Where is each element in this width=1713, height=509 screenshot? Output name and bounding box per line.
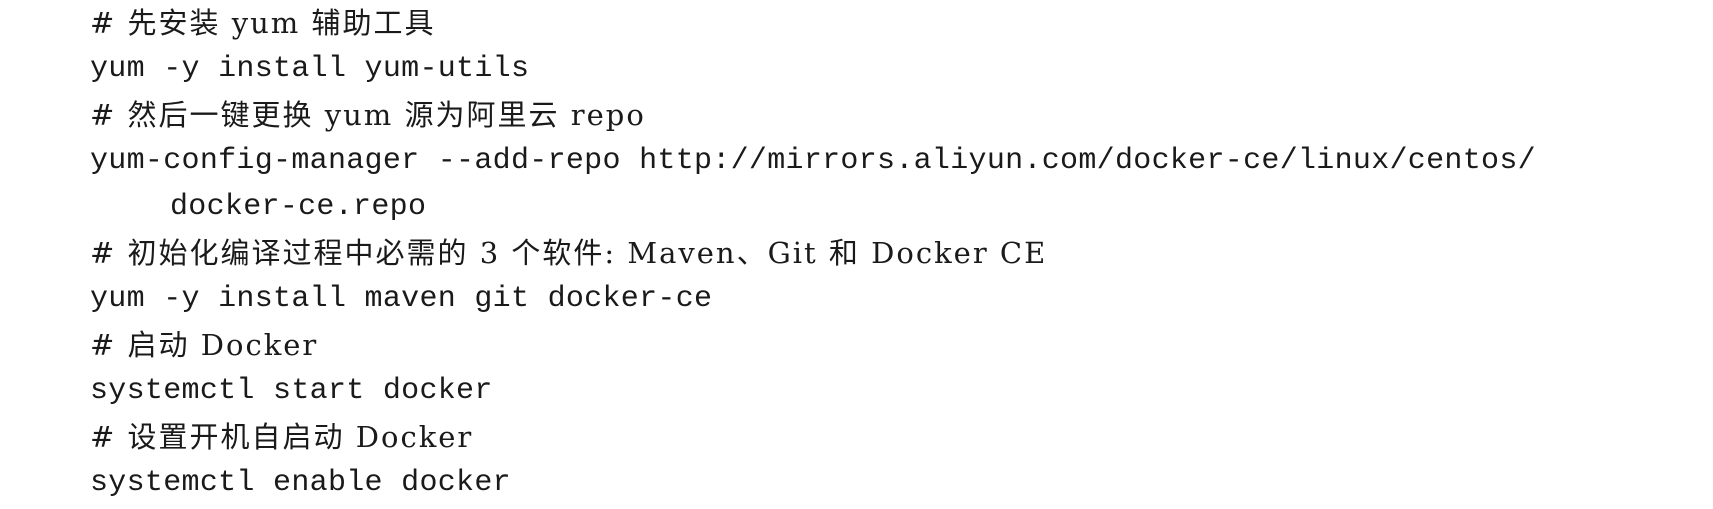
command-add-repo-continuation: docker-ce.repo	[170, 190, 427, 224]
command-enable-docker: systemctl enable docker	[90, 466, 511, 500]
command-install-yum-utils: yum -y install yum-utils	[90, 52, 530, 86]
command-add-repo: yum-config-manager --add-repo http://mir…	[90, 144, 1536, 178]
comment-install-yum-utils: # 先安装 yum 辅助工具	[90, 6, 436, 40]
command-install-software: yum -y install maven git docker-ce	[90, 282, 713, 316]
command-start-docker: systemctl start docker	[90, 374, 493, 408]
comment-switch-repo: # 然后一键更换 yum 源为阿里云 repo	[90, 98, 646, 132]
comment-start-docker: # 启动 Docker	[90, 328, 319, 362]
code-block: # 先安装 yum 辅助工具 yum -y install yum-utils …	[90, 0, 1700, 506]
comment-enable-docker: # 设置开机自启动 Docker	[90, 420, 474, 454]
comment-install-software: # 初始化编译过程中必需的 3 个软件: Maven、Git 和 Docker …	[90, 236, 1048, 270]
